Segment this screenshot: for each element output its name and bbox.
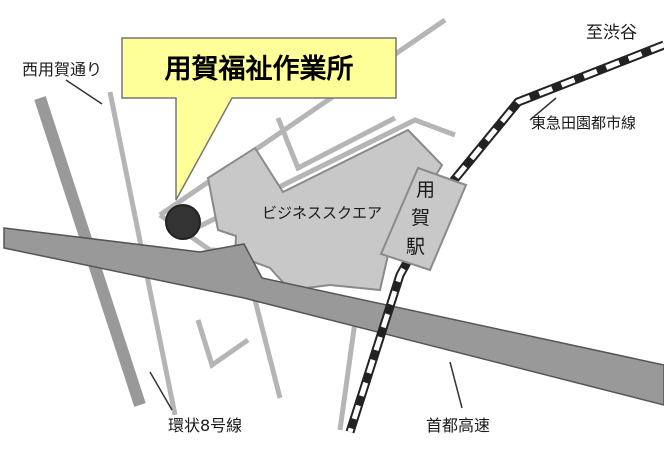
label-to-shibuya: 至渋谷 [586, 23, 637, 43]
label-nishi-youga-dori: 西用賀通り [22, 60, 102, 79]
label-business-square: ビジネススクエア [262, 204, 382, 222]
leader-shuto-kosoku [449, 361, 463, 409]
label-station-char-3: 駅 [406, 236, 425, 258]
road-shuto-kosoku [3, 227, 664, 406]
youga-station-building[interactable] [379, 166, 468, 272]
label-kanjo8: 環状8号線 [168, 416, 242, 435]
label-leaders [65, 79, 557, 411]
leader-kanjo8 [149, 371, 173, 411]
street-upper-diagonal [158, 17, 447, 218]
label-station-char-2: 賀 [411, 207, 430, 229]
label-station-char-1: 用 [416, 179, 435, 201]
street-south-west [195, 319, 250, 369]
label-tokyu-line: 東急田園都市線 [531, 114, 636, 132]
leader-tokyu-line [529, 97, 557, 121]
facility-callout-title: 用賀福祉作業所 [165, 54, 354, 85]
location-dot-icon[interactable] [165, 204, 201, 240]
street-north-branch [275, 115, 397, 172]
leader-nishi-youga-dori [65, 79, 103, 105]
street-south-central [252, 299, 283, 399]
label-shuto-kosoku: 首都高速 [426, 416, 490, 435]
facility-callout [121, 37, 397, 201]
